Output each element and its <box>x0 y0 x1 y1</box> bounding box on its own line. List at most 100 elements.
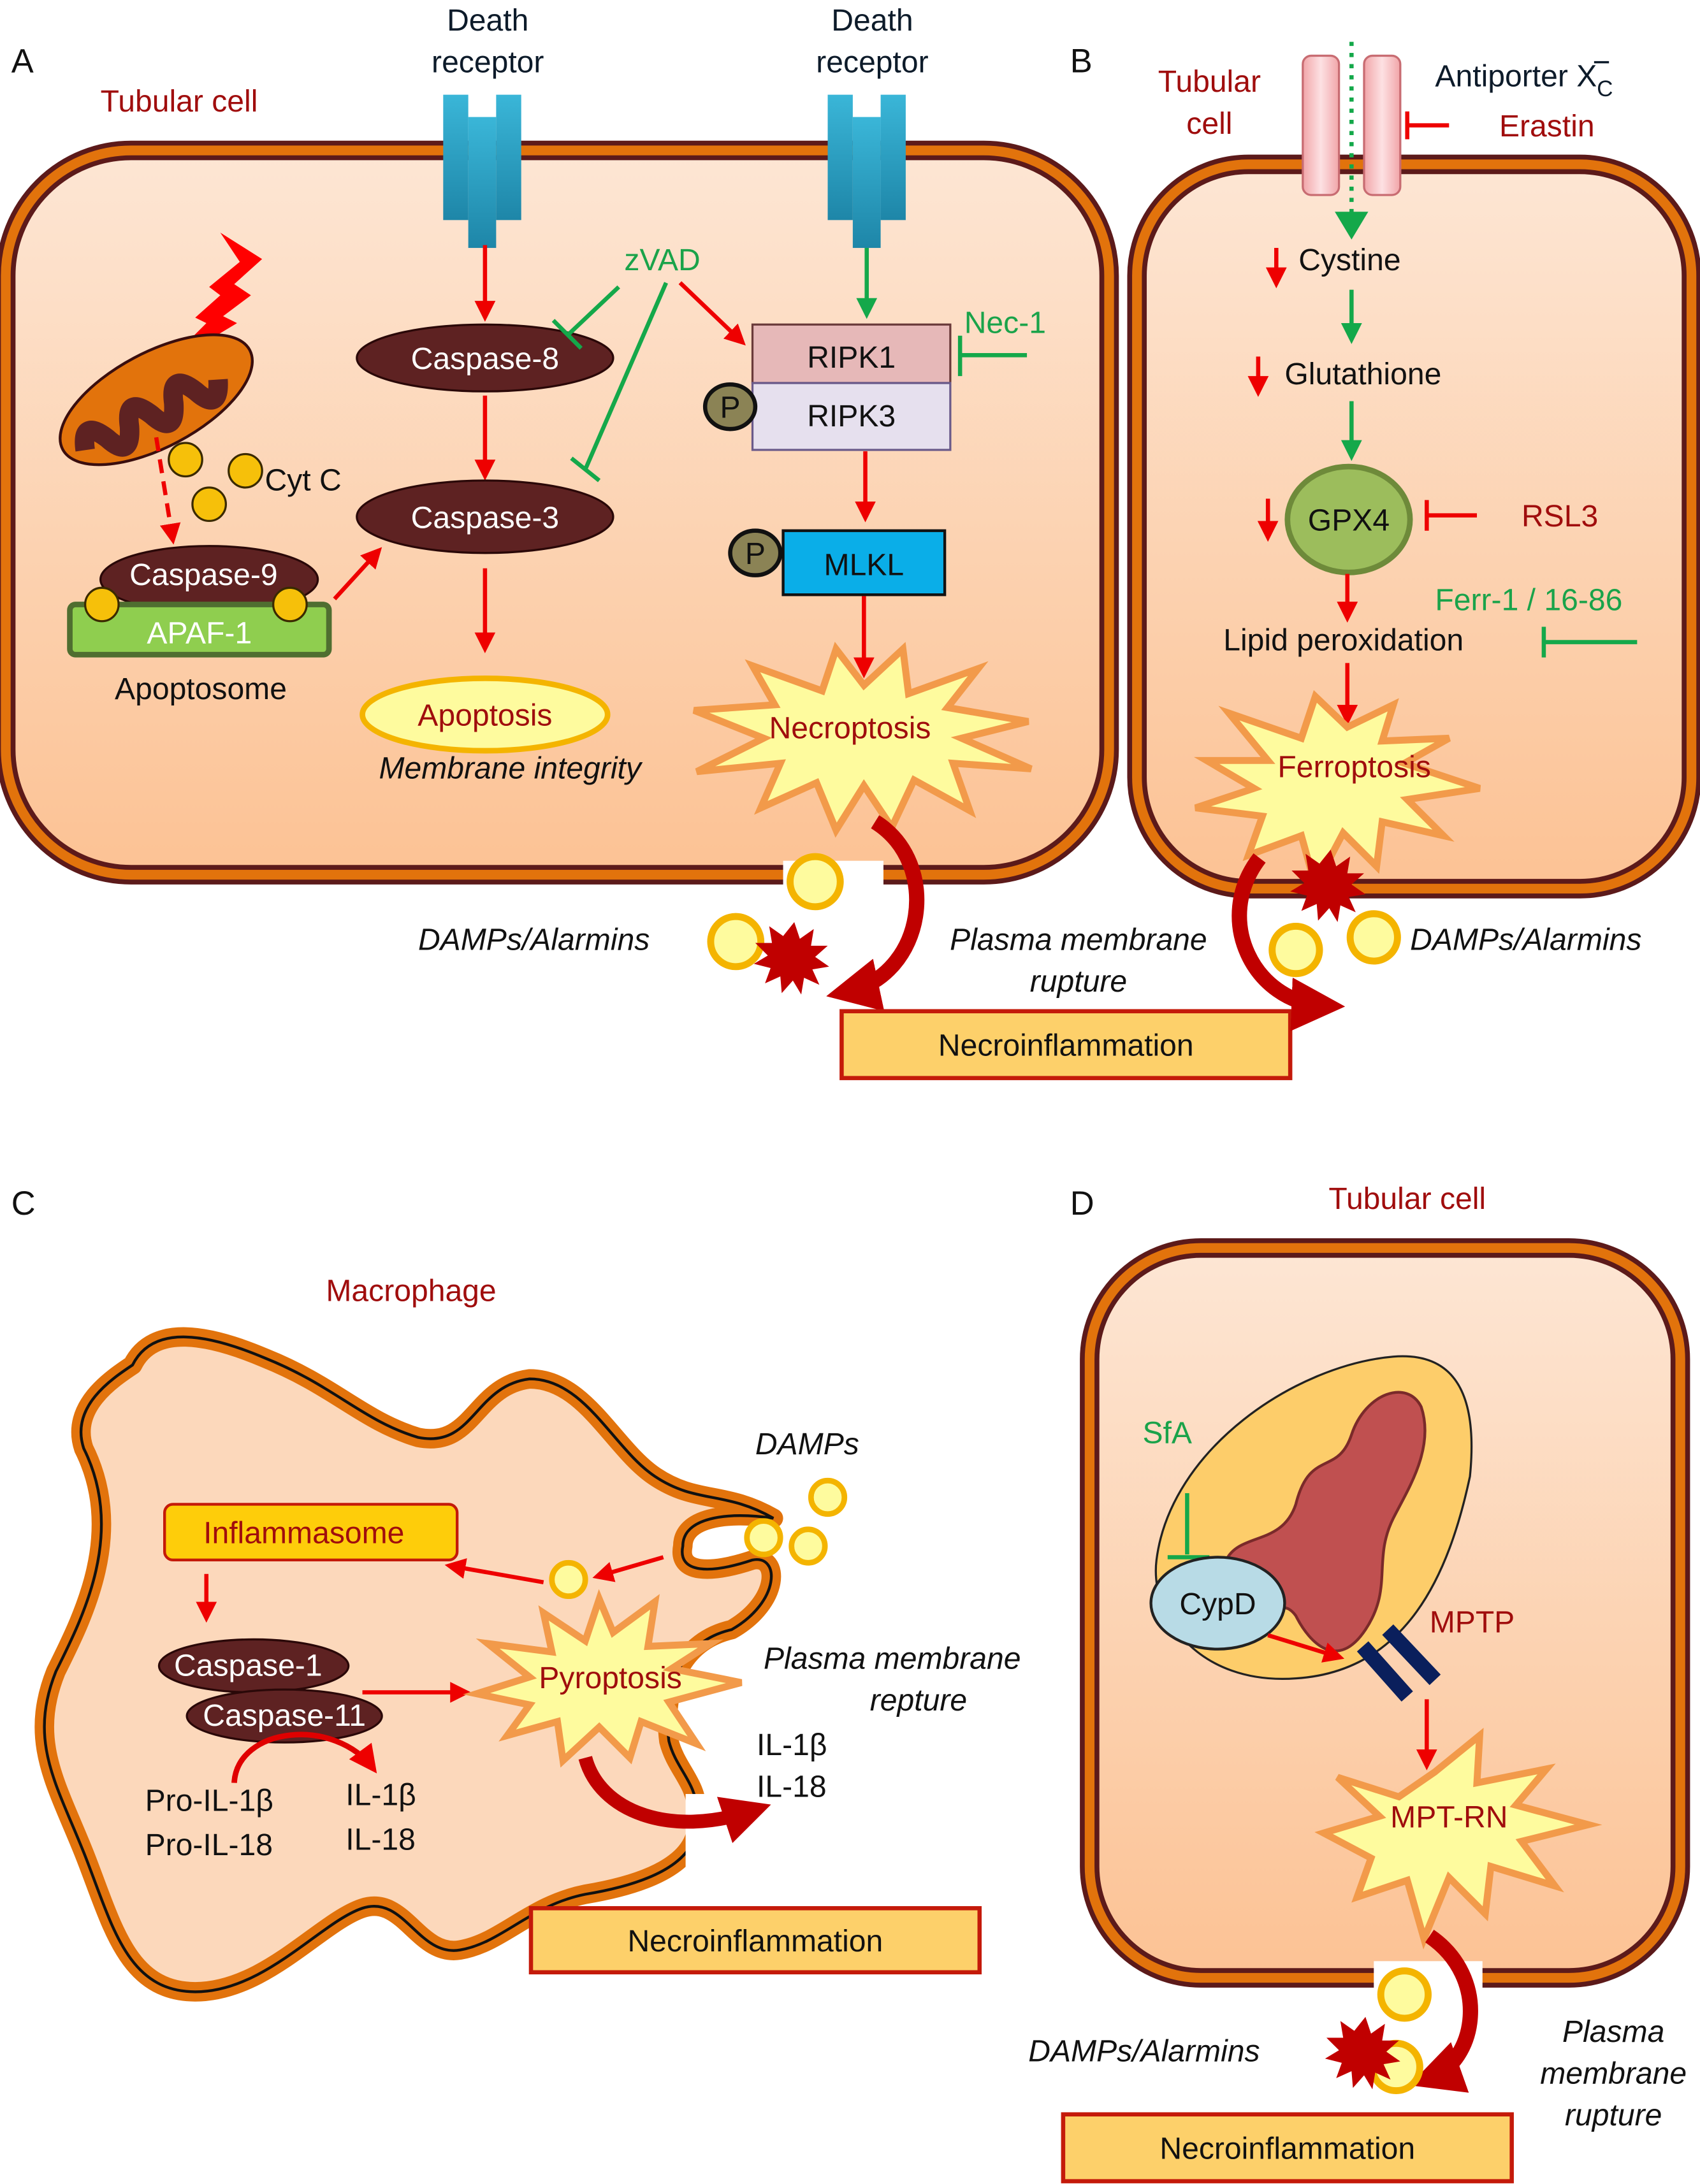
mptp-channel-icon <box>1356 1624 1441 1702</box>
sfa-label: SfA <box>1142 1415 1192 1450</box>
panel-letter-b: B <box>1070 43 1093 80</box>
apaf-1-node <box>67 602 332 658</box>
lightning-icon <box>160 232 263 370</box>
necroinflammation-box-c <box>528 1906 982 1975</box>
damp-dot <box>707 913 765 971</box>
rupture-arrow-a <box>826 815 925 1011</box>
inflammasome-node <box>163 1503 459 1562</box>
cypd-to-mptp-arrow <box>1267 1633 1345 1663</box>
glutathione-label: Glutathione <box>1284 357 1441 391</box>
cystine-transport-arrowhead <box>1335 212 1369 240</box>
membrane-integrity-label: Membrane integrity <box>379 751 643 786</box>
necroinflammation-label-c: Necroinflammation <box>627 1924 883 1958</box>
antiporter-name: Antiporter X <box>1435 59 1597 94</box>
damp-dot <box>1377 1967 1432 2022</box>
membrane-gap-c <box>685 1794 742 1872</box>
rupture-label-d-line1: Plasma <box>1562 2014 1664 2049</box>
apoptosis-label: Apoptosis <box>418 698 552 733</box>
damps-label-c: DAMPs <box>755 1427 859 1461</box>
rupture-label-d-line2: membrane <box>1540 2057 1687 2091</box>
gpx4-node <box>1284 463 1413 575</box>
panel-b: B Tubular cell Antiporter XC − Erastin C… <box>1070 41 1700 1031</box>
death-receptor-2-line1: Death <box>831 3 913 38</box>
antiporter-right-icon <box>1363 54 1402 196</box>
inflammasome-label: Inflammasome <box>203 1516 404 1551</box>
caspase-9-label: Caspase-9 <box>129 558 278 592</box>
erastin-label: Erastin <box>1499 109 1595 143</box>
gpx4-label: GPX4 <box>1308 503 1390 538</box>
cell-label-b-line2: cell <box>1186 106 1232 141</box>
antiporter-left-icon <box>1302 54 1340 196</box>
necroinflammation-label-ab: Necroinflammation <box>938 1029 1194 1063</box>
mpt-rn-starburst <box>1314 1728 1602 1950</box>
ferr-inhibits-lipid-peroxidation <box>1541 626 1638 658</box>
antiporter-superscript: − <box>1592 45 1610 80</box>
death-receptor-2-line2: receptor <box>816 45 928 80</box>
cyt-c-dot <box>272 586 308 623</box>
apoptosis-node <box>360 676 611 754</box>
phospho-ripk3-label: P <box>720 391 741 425</box>
apaf-1-label: APAF-1 <box>147 616 252 651</box>
mlkl-label: MLKL <box>824 548 904 582</box>
alarmin-burst-icon <box>1325 2016 1400 2090</box>
cell-label-b-line1: Tubular <box>1158 64 1261 99</box>
damp-to-inflammasome-arrow <box>444 1558 544 1585</box>
nec-1-inhibits-ripk1 <box>957 335 1028 377</box>
damp-dot <box>1346 910 1401 965</box>
ripk3-node <box>751 382 952 451</box>
damp-dot <box>744 1518 783 1558</box>
rsl3-label: RSL3 <box>1522 499 1598 533</box>
rupture-arrow-b <box>1231 853 1346 1031</box>
cyt-c-dot <box>191 486 227 523</box>
phospho-mlkl-icon <box>728 528 783 577</box>
apoptosome-label: Apoptosome <box>115 672 287 706</box>
panel-letter-d: D <box>1070 1185 1094 1222</box>
ripk3-label: RIPK3 <box>807 399 896 433</box>
damp-dot <box>788 1526 828 1566</box>
necroinflammation-box-d <box>1061 2112 1514 2183</box>
phospho-ripk3-icon <box>702 382 758 431</box>
panel-c: C Macrophage Inflammasome DAMPs Caspase-… <box>11 1185 1021 2002</box>
death-receptor-1-icon <box>443 94 521 249</box>
damps-label-d: DAMPs/Alarmins <box>1028 2034 1260 2069</box>
alarmin-burst-icon <box>1290 850 1366 922</box>
zvad-inhibits-caspase-3 <box>570 282 669 482</box>
il-18-label: IL-18 <box>345 1822 416 1856</box>
mitochondrion-icon <box>59 333 254 466</box>
caspase-8-node <box>356 323 614 393</box>
antiporter-label: Antiporter XC <box>1435 59 1613 101</box>
rupture-label-d-line3: rupture <box>1565 2098 1662 2132</box>
rupture-label-a-line2: rupture <box>1030 964 1127 999</box>
caspase-1-label: Caspase-1 <box>174 1648 323 1682</box>
damp-dot <box>787 853 844 911</box>
pyroptosis-label: Pyroptosis <box>539 1661 681 1695</box>
cyt-c-dot <box>228 452 263 489</box>
necroinflammation-label-d: Necroinflammation <box>1159 2132 1415 2166</box>
damp-dot <box>808 1477 848 1517</box>
rupture-arrow-d <box>1409 1930 1478 2093</box>
zvad-to-ripk1-arrow <box>678 281 746 346</box>
death-receptor-1-line1: Death <box>447 3 528 38</box>
necroinflammation-box-ab <box>839 1009 1293 1080</box>
cystine-label: Cystine <box>1298 243 1400 277</box>
caspase-11-label: Caspase-11 <box>203 1698 366 1733</box>
mpt-rn-label: MPT-RN <box>1390 1800 1507 1834</box>
mptp-label: MPTP <box>1430 1605 1515 1640</box>
death-receptor-2-icon <box>827 94 906 249</box>
cyt-c-dot <box>84 586 120 623</box>
rupture-label-c-line1: Plasma membrane <box>764 1641 1021 1675</box>
cypd-node <box>1149 1556 1286 1651</box>
cell-label-a: Tubular cell <box>101 84 258 119</box>
macrophage-membrane-outline <box>43 1335 774 1993</box>
caspase-11-node <box>185 1688 383 1744</box>
cyt-c-release-arrow <box>154 437 181 545</box>
damp-dot <box>549 1559 588 1600</box>
mlkl-node <box>781 529 947 597</box>
caspase-3-label: Caspase-3 <box>411 500 560 535</box>
erastin-inhibits-antiporter <box>1405 111 1449 140</box>
necroptosis-label: Necroptosis <box>769 711 931 745</box>
ferr-label: Ferr-1 / 16-86 <box>1435 582 1622 617</box>
caspase-3-node <box>356 479 614 554</box>
cypd-label: CypD <box>1179 1587 1256 1621</box>
